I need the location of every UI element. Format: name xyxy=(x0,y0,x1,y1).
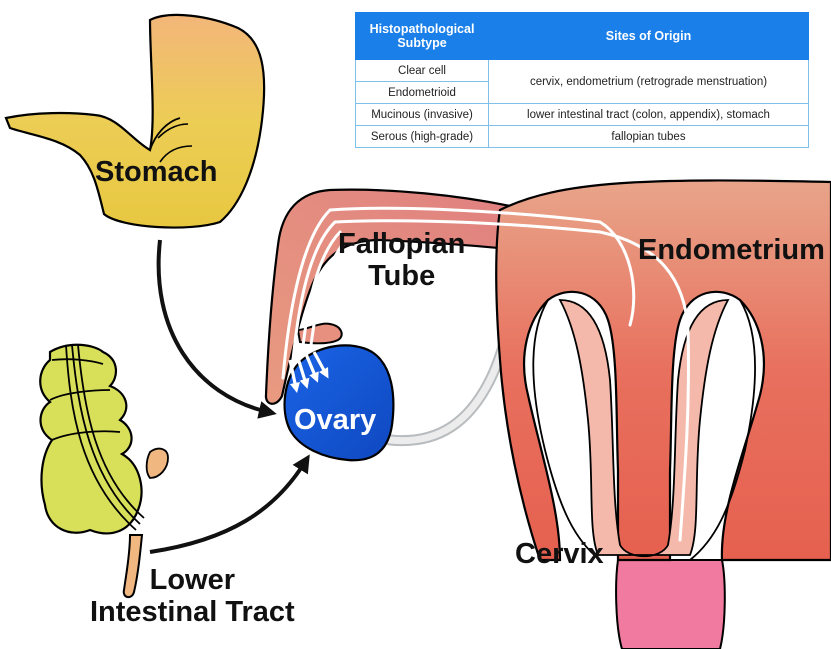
lower-intestinal-tract-label: Lower Intestinal Tract xyxy=(90,564,295,629)
stomach-label: Stomach xyxy=(95,156,217,188)
appendix-tip xyxy=(147,449,168,478)
header-subtype: Histopathological Subtype xyxy=(356,13,489,60)
endometrium-label: Endometrium xyxy=(638,234,825,266)
subtype-cell: Serous (high-grade) xyxy=(356,126,489,148)
subtype-table: Histopathological Subtype Sites of Origi… xyxy=(355,12,809,148)
subtype-cell: Mucinous (invasive) xyxy=(356,104,489,126)
table-row: Mucinous (invasive) lower intestinal tra… xyxy=(356,104,809,126)
subtype-cell: Endometrioid xyxy=(356,82,489,104)
intestine-to-ovary-arrow xyxy=(150,462,305,552)
fallopian-tube-label: Fallopian Tube xyxy=(338,228,465,293)
header-sites: Sites of Origin xyxy=(489,13,809,60)
stomach xyxy=(6,15,264,228)
ovary-label: Ovary xyxy=(294,404,376,436)
site-cell: fallopian tubes xyxy=(489,126,809,148)
stomach-to-ovary-arrow xyxy=(159,240,268,412)
cervix-label: Cervix xyxy=(515,538,604,570)
table-row: Serous (high-grade) fallopian tubes xyxy=(356,126,809,148)
site-cell: cervix, endometrium (retrograde menstrua… xyxy=(489,60,809,104)
cervix xyxy=(616,560,725,649)
subtype-cell: Clear cell xyxy=(356,60,489,82)
site-cell: lower intestinal tract (colon, appendix)… xyxy=(489,104,809,126)
table-row: Clear cell cervix, endometrium (retrogra… xyxy=(356,60,809,82)
